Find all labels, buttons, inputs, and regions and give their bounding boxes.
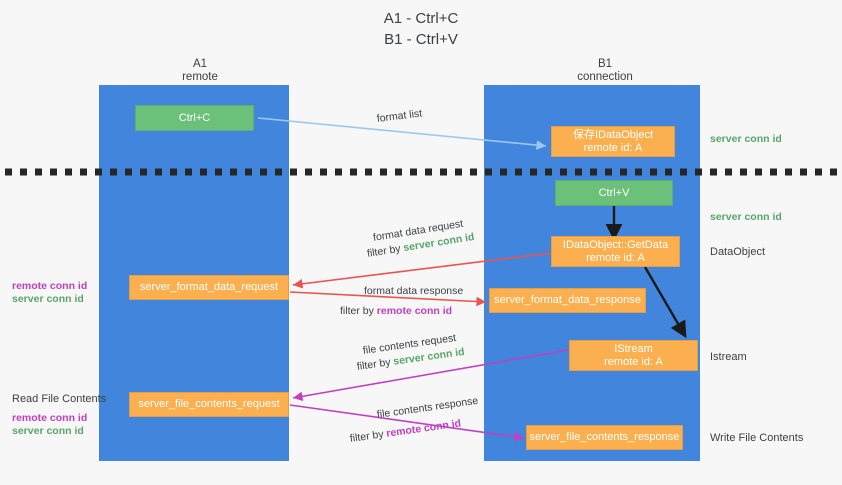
right-label-server-conn-id-second: server conn id <box>710 211 782 223</box>
node-getdata-line2: remote id: A <box>586 251 645 264</box>
lane-header-a1: A1 remote <box>140 58 260 84</box>
left-label-remote-conn-id-1: remote conn id <box>12 280 88 292</box>
lane-b1-name: B1 <box>597 58 613 70</box>
node-server-file-contents-request[interactable]: server_file_contents_request <box>129 392 289 417</box>
node-getdata[interactable]: IDataObject::GetData remote id: A <box>551 236 680 267</box>
node-server-format-data-response-label: server_format_data_response <box>494 294 641 306</box>
node-ctrl-c[interactable]: Ctrl+C <box>135 105 254 131</box>
node-server-format-data-request-label: server_format_data_request <box>139 281 279 293</box>
left-label-server-conn-id-2: server conn id <box>12 425 84 437</box>
right-label-server-conn-id-top: server conn id <box>710 133 782 145</box>
node-ctrl-v-label: Ctrl+V <box>598 186 630 199</box>
node-ctrl-v[interactable]: Ctrl+V <box>555 180 673 206</box>
node-server-file-contents-request-label: server_file_contents_request <box>138 398 280 410</box>
edge-label-format-data-response-filter: filter by remote conn id <box>340 304 452 318</box>
node-server-file-contents-response[interactable]: server_file_contents_response <box>526 425 683 450</box>
filter-prefix: filter by <box>356 355 395 373</box>
filter-key-remote-conn-id: remote conn id <box>385 417 462 440</box>
node-istream-line1: IStream <box>614 342 653 355</box>
left-label-remote-conn-id-2: remote conn id <box>12 412 88 424</box>
node-ctrl-c-label: Ctrl+C <box>178 111 211 124</box>
edge-label-file-contents-response-filter: filter by remote conn id <box>349 416 462 445</box>
edge-label-file-contents-response: file contents response <box>376 394 479 421</box>
node-save-idataobject-line1: 保存IDataObject <box>572 128 654 141</box>
lane-b1-sub: connection <box>577 71 633 83</box>
node-server-file-contents-response-label: server_file_contents_response <box>529 431 680 443</box>
edge-label-format-data-response: format data response <box>364 285 464 297</box>
right-label-istream: Istream <box>710 351 747 363</box>
lane-header-b1: B1 connection <box>545 58 665 84</box>
lane-a1-sub: remote <box>182 71 218 83</box>
node-istream[interactable]: IStream remote id: A <box>569 340 698 371</box>
title-line-2: B1 - Ctrl+V <box>384 31 458 48</box>
filter-prefix: filter by <box>349 427 388 445</box>
node-save-idataobject-line2: remote id: A <box>583 141 643 154</box>
filter-prefix: filter by <box>340 305 377 317</box>
edge-label-format-list: format list <box>376 107 423 125</box>
filter-key-remote-conn-id: remote conn id <box>376 305 453 317</box>
lane-a1-name: A1 <box>192 58 208 70</box>
right-label-dataobject: DataObject <box>710 246 766 258</box>
node-server-format-data-response[interactable]: server_format_data_response <box>489 288 646 313</box>
page-title: A1 - Ctrl+C B1 - Ctrl+V <box>0 8 842 50</box>
node-istream-line2: remote id: A <box>604 355 663 368</box>
filter-prefix: filter by <box>366 242 405 260</box>
title-line-1: A1 - Ctrl+C <box>383 10 459 27</box>
node-getdata-line1: IDataObject::GetData <box>562 238 669 251</box>
node-save-idataobject[interactable]: 保存IDataObject remote id: A <box>551 126 675 157</box>
left-label-read-file-contents: Read File Contents <box>12 393 107 405</box>
left-label-server-conn-id-1: server conn id <box>12 293 84 305</box>
right-label-write-file-contents: Write File Contents <box>710 432 804 444</box>
node-server-format-data-request[interactable]: server_format_data_request <box>129 275 289 300</box>
